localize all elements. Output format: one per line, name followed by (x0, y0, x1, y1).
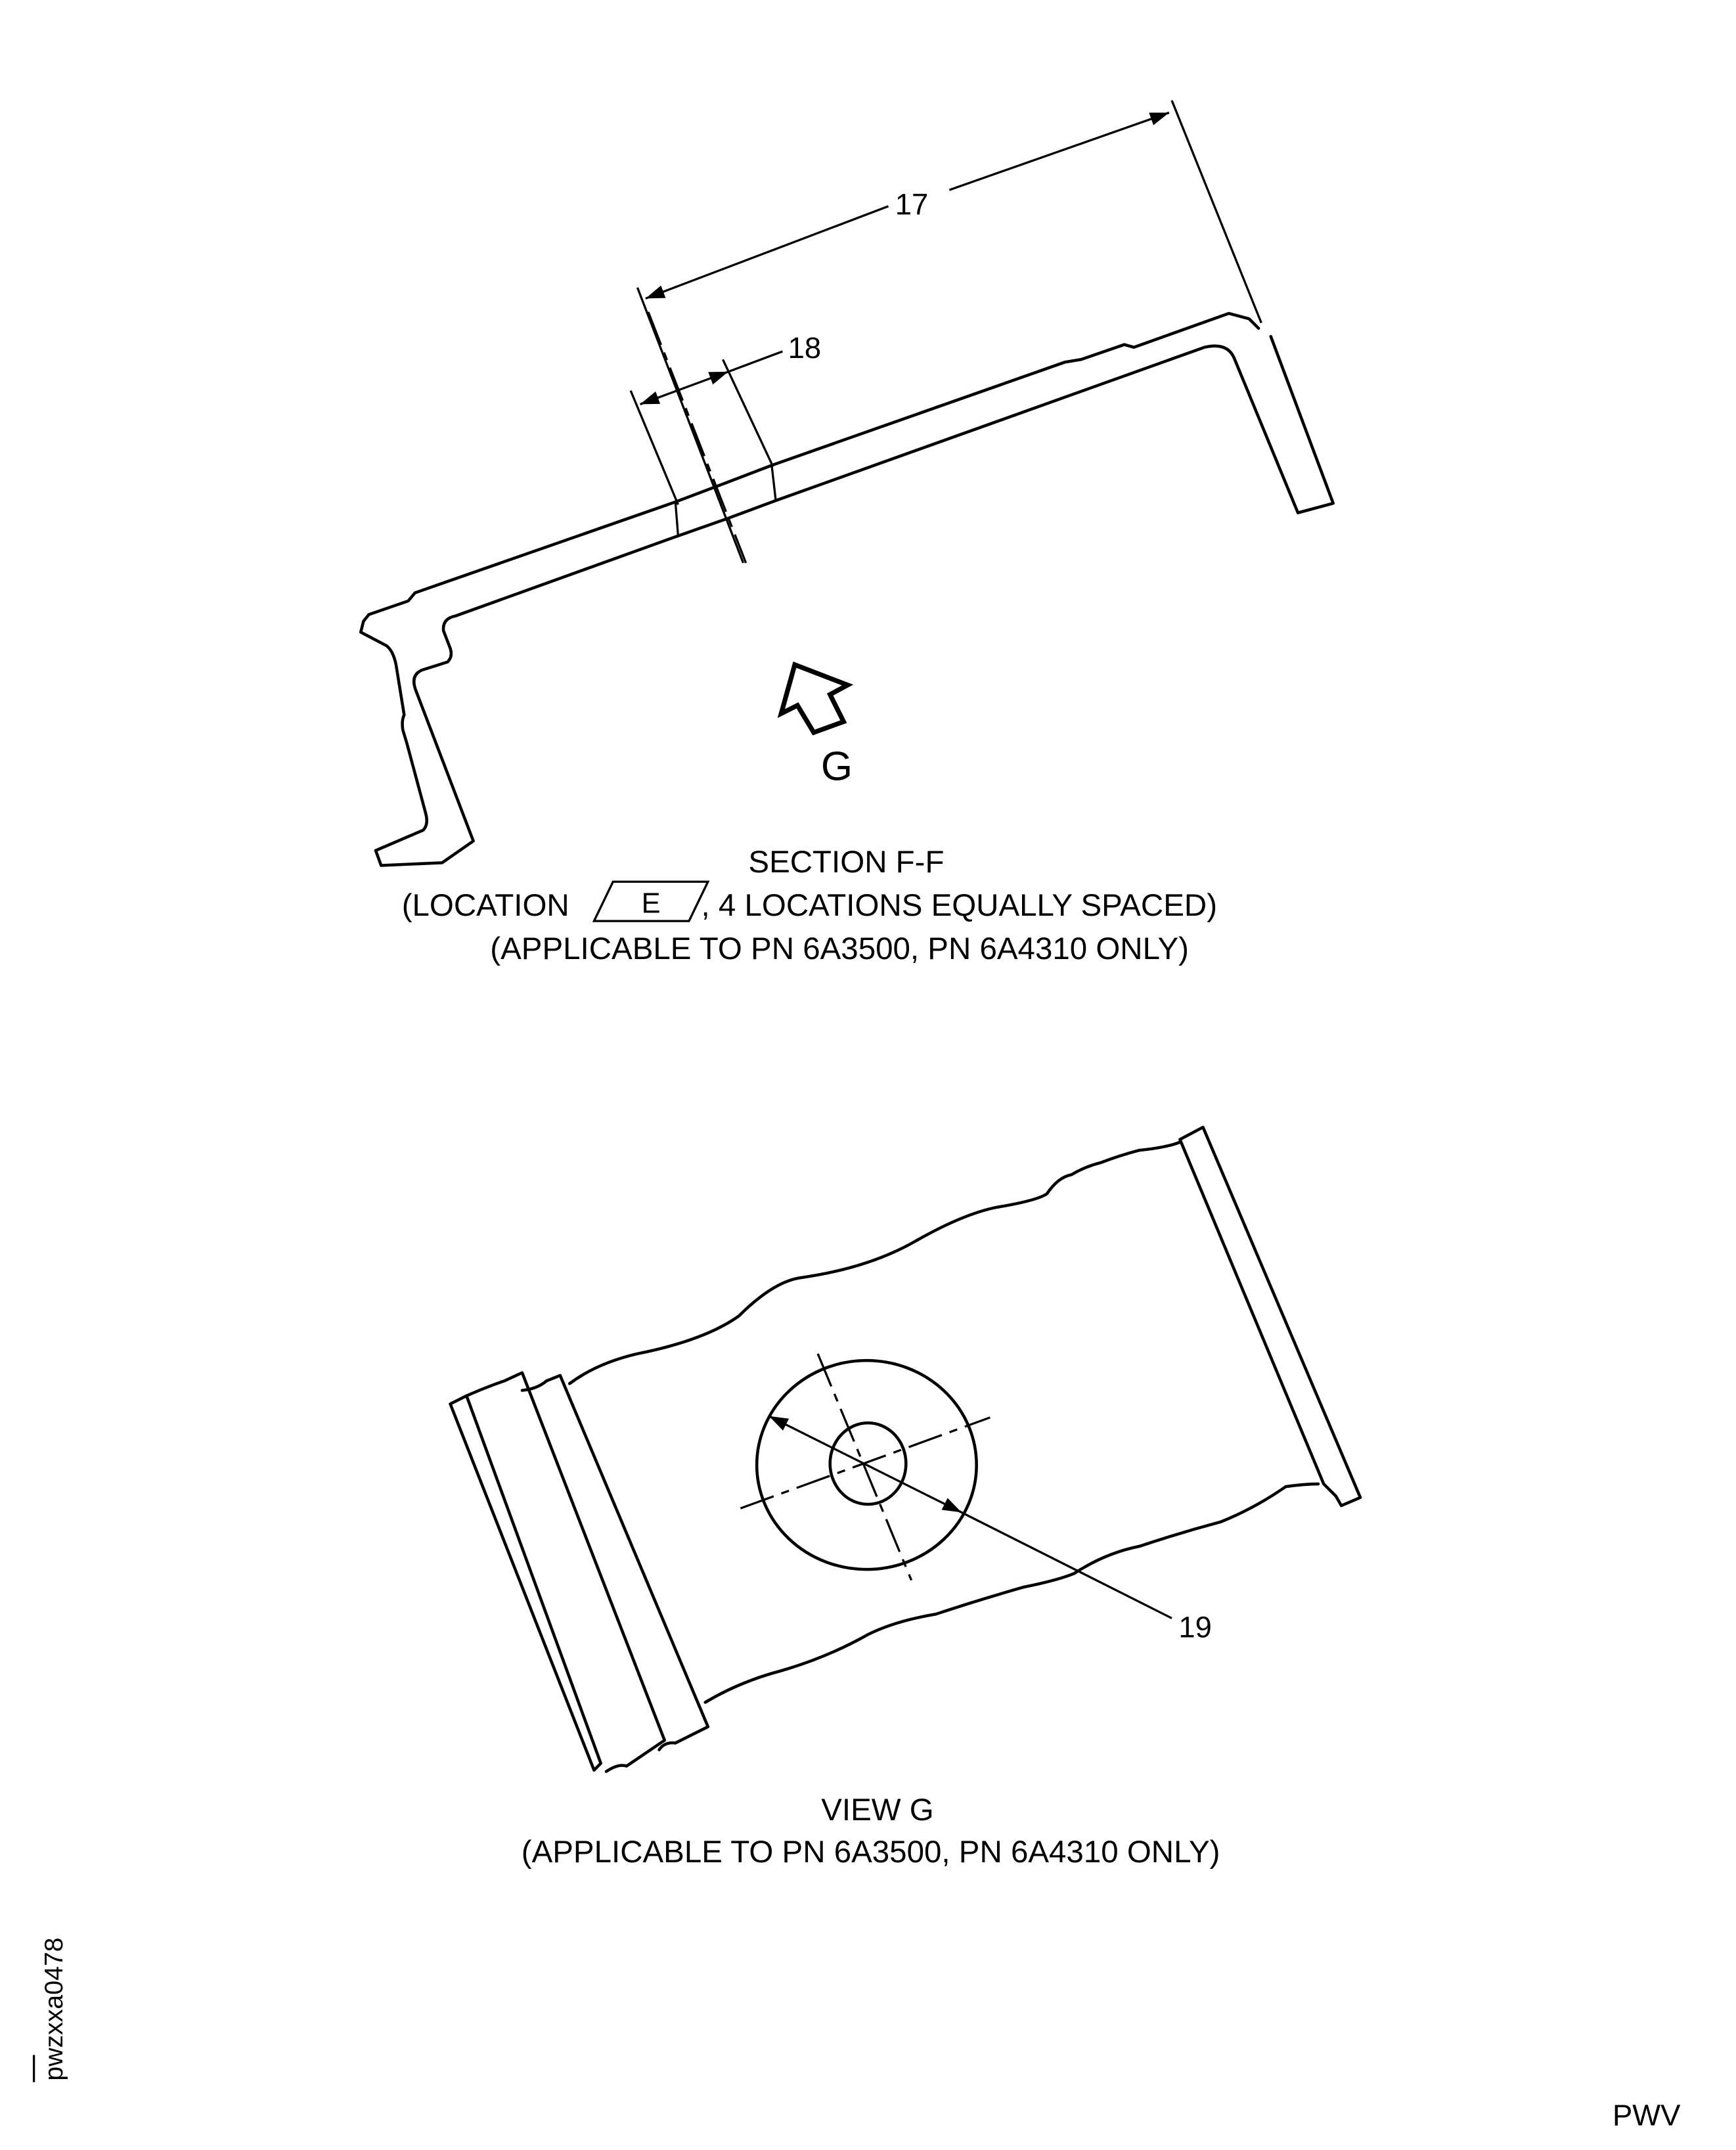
centerline (647, 311, 747, 564)
dimension-line-17 (948, 111, 1170, 191)
view-g-arrow-icon (777, 661, 854, 736)
hole-circle (828, 1421, 908, 1506)
section-f-f: 17 18 G SECTION F-F (LOCATION E , 4 LOCA… (359, 100, 1335, 966)
break-line-top (568, 1140, 1182, 1385)
left-flange-inner (520, 1374, 710, 1752)
leader-19 (961, 1511, 1172, 1619)
extension-line (629, 390, 679, 505)
cut-line (770, 465, 777, 501)
left-flange-mid (465, 1371, 667, 1774)
section-title: SECTION F-F (748, 845, 944, 880)
figure-id: pwzxxa0478 (39, 1938, 68, 2081)
view-title: VIEW G (821, 1793, 933, 1827)
callout-19: 19 (1178, 1610, 1212, 1644)
bracket-profile-outer (359, 311, 1260, 867)
section-applicability: (APPLICABLE TO PN 6A3500, PN 6A4310 ONLY… (490, 931, 1189, 966)
break-line-bottom (703, 1482, 1320, 1704)
view-g: 19 VIEW G (APPLICABLE TO PN 6A3500, PN 6… (449, 1125, 1362, 1870)
extension-line (636, 287, 745, 564)
extension-line (722, 359, 774, 468)
datum-letter: E (642, 888, 661, 920)
dimension-line-17 (645, 205, 889, 300)
view-applicability: (APPLICABLE TO PN 6A3500, PN 6A4310 ONLY… (522, 1835, 1220, 1870)
diameter-dimension-19 (768, 1415, 962, 1513)
cut-line (674, 501, 680, 536)
left-flange-outer (449, 1394, 602, 1772)
bracket-profile-inner (379, 334, 1335, 867)
extension-line (1170, 100, 1262, 324)
dimension-line-18 (640, 370, 729, 405)
location-suffix: , 4 LOCATIONS EQUALLY SPACED) (701, 888, 1218, 923)
right-flange (1178, 1125, 1362, 1508)
leader-18 (728, 350, 783, 373)
footer-code: PWV (1613, 2099, 1681, 2132)
datum-frame (592, 880, 710, 922)
view-arrow-label: G (821, 744, 853, 789)
callout-17: 17 (895, 187, 929, 221)
counterbore-circle (755, 1358, 978, 1571)
centerline-horizontal (740, 1416, 990, 1510)
location-prefix: (LOCATION (402, 888, 569, 923)
callout-18: 18 (788, 331, 822, 365)
centerline-vertical (816, 1353, 913, 1581)
